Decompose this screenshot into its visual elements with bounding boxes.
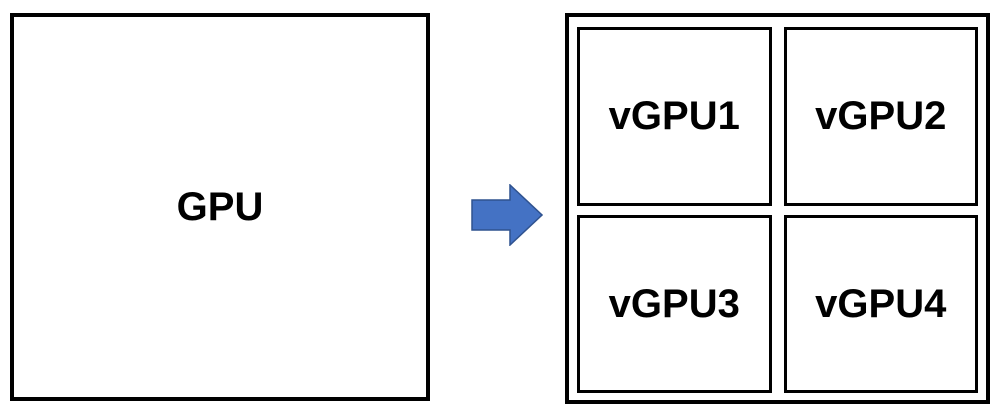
partitioned-gpu-box: vGPU1 vGPU2 vGPU3 vGPU4 [565, 13, 990, 404]
gpu-label: GPU [176, 185, 264, 229]
vgpu2-label: vGPU2 [815, 94, 947, 139]
vgpu1-label: vGPU1 [608, 94, 740, 139]
vgpu-cell-3: vGPU3 [577, 214, 772, 393]
vgpu-cell-2: vGPU2 [783, 27, 978, 206]
vgpu-cell-1: vGPU1 [577, 27, 772, 206]
right-arrow-icon [471, 184, 543, 246]
vgpu-cell-4: vGPU4 [783, 214, 978, 393]
vgpu3-label: vGPU3 [608, 281, 740, 326]
gpu-box: GPU [10, 13, 430, 401]
vgpu4-label: vGPU4 [815, 281, 947, 326]
right-arrow-shape [471, 184, 543, 246]
